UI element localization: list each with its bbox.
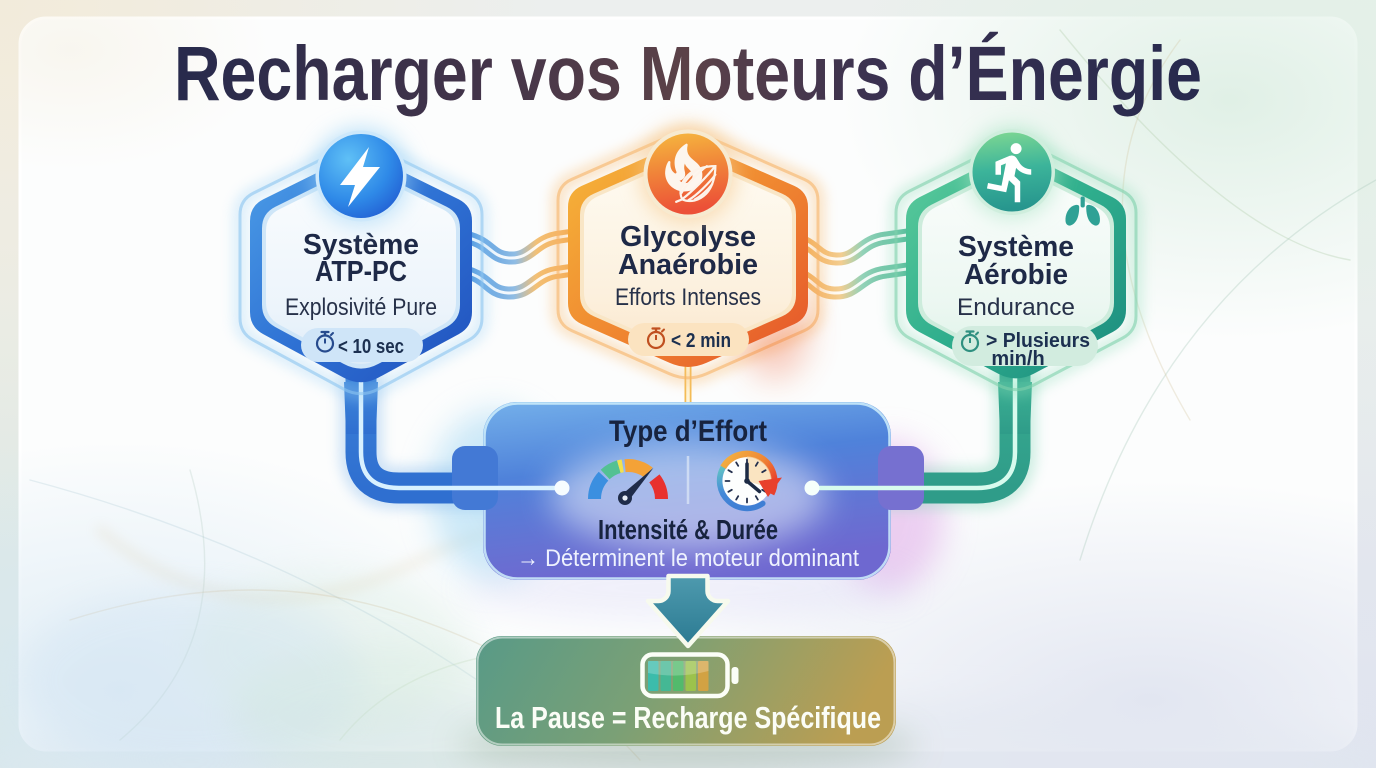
- svg-text:Anaérobie: Anaérobie: [618, 249, 758, 281]
- svg-text:< 2 min: < 2 min: [671, 329, 731, 352]
- svg-text:Aérobie: Aérobie: [964, 259, 1068, 291]
- svg-text:> Plusieurs: > Plusieurs: [986, 330, 1090, 352]
- svg-text:Type d’Effort: Type d’Effort: [609, 415, 767, 448]
- svg-text:La Pause = Recharge Spécifique: La Pause = Recharge Spécifique: [495, 700, 881, 735]
- svg-text:Glycolyse: Glycolyse: [620, 221, 756, 253]
- svg-text:Efforts Intenses: Efforts Intenses: [615, 284, 761, 311]
- svg-text:Système: Système: [303, 229, 419, 261]
- svg-text:Recharger vos Moteurs d’Énergi: Recharger vos Moteurs d’Énergie: [174, 31, 1202, 117]
- svg-text:Intensité & Durée: Intensité & Durée: [598, 514, 778, 545]
- svg-text:ATP-PC: ATP-PC: [315, 256, 407, 288]
- svg-text:Système: Système: [958, 231, 1074, 263]
- svg-text:Endurance: Endurance: [957, 294, 1075, 321]
- svg-text:→ Déterminent le moteur domina: → Déterminent le moteur dominant: [517, 545, 859, 572]
- svg-text:min/h: min/h: [991, 348, 1044, 370]
- svg-text:Explosivité Pure: Explosivité Pure: [285, 294, 437, 321]
- svg-text:< 10 sec: < 10 sec: [338, 335, 404, 358]
